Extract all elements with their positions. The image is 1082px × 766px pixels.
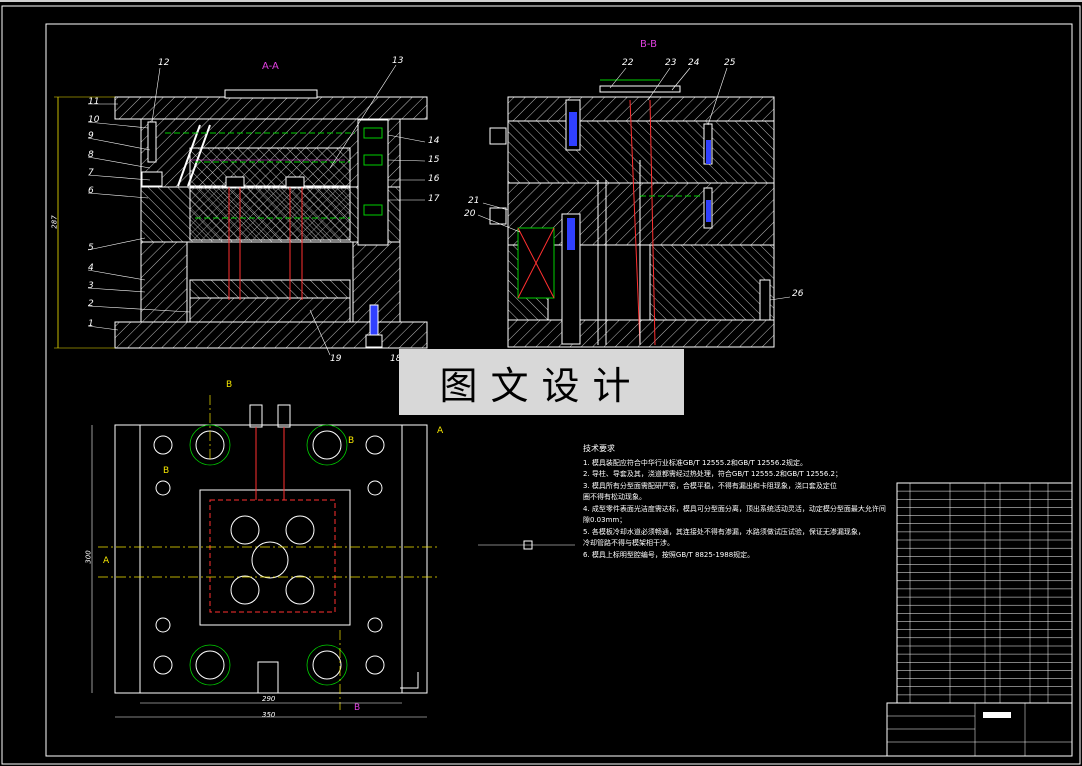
part-label: 1 xyxy=(88,319,94,329)
part-label: 19 xyxy=(330,354,342,364)
note-line: 4. 成型零件表面光洁度需达标，模具可分型面分离，顶出系统活动灵活，动定模分型面… xyxy=(583,504,886,513)
note-line: 2. 导柱、导套及其，浇道都需经过热处理，符合GB/T 12555.2和GB/T… xyxy=(583,470,842,478)
frame-inner xyxy=(45,23,1073,757)
section-aa-view xyxy=(54,64,428,356)
part-label: 6 xyxy=(88,186,94,196)
section-marker: B xyxy=(163,466,170,476)
part-label: 23 xyxy=(665,58,677,68)
part-label: 25 xyxy=(724,58,736,68)
part-label: 21 xyxy=(468,196,480,206)
part-label: 11 xyxy=(88,97,100,107)
section-marker: B xyxy=(354,703,361,713)
section-marker: B xyxy=(226,380,233,390)
note-line: 6. 模具上标明型腔编号，按照GB/T 8825-1988规定。 xyxy=(583,550,755,559)
bom-table xyxy=(886,482,1073,757)
part-label: 7 xyxy=(88,168,94,178)
part-label: 20 xyxy=(464,209,476,219)
part-label: 22 xyxy=(622,58,634,68)
section-marker: A xyxy=(437,426,444,436)
part-label: 16 xyxy=(428,174,440,184)
watermark-banner: 图文设计 xyxy=(399,349,684,415)
part-label: 10 xyxy=(88,115,100,125)
section-title-bb: B-B xyxy=(640,39,657,50)
dimension-label: 290 xyxy=(262,695,276,703)
part-label: 8 xyxy=(88,150,94,160)
part-label: 13 xyxy=(392,56,404,66)
dimension-label: 300 xyxy=(84,550,93,564)
part-label: 3 xyxy=(88,281,94,291)
note-line: 5. 各模板冷却水道必须畅通，其连接处不得有渗漏，水路须做试压试验，保证无渗漏现… xyxy=(583,527,865,536)
dimension-label: 287 xyxy=(50,215,59,229)
part-label: 17 xyxy=(428,194,440,204)
section-marker: A xyxy=(103,556,110,566)
note-line: 3. 模具所有分型面需配研严密，合模平稳，不得有漏出和卡阻现象，浇口套及定位 xyxy=(583,481,837,490)
technical-requirements: 技术要求 1. 模具装配应符合中华行业标准GB/T 12555.2和GB/T 1… xyxy=(583,443,886,561)
note-line: 隙0.03mm； xyxy=(583,516,627,524)
frame-outer xyxy=(1,5,1081,765)
section-title-aa: A-A xyxy=(262,61,279,72)
part-label: 14 xyxy=(428,136,440,146)
section-marker: B xyxy=(348,436,355,446)
part-label: 12 xyxy=(158,58,170,68)
part-label: 26 xyxy=(792,289,804,299)
notes-title: 技术要求 xyxy=(583,444,615,453)
part-label: 9 xyxy=(88,131,94,141)
part-label: 18 xyxy=(390,354,402,364)
note-line: 冷却管路不得与模架相干涉。 xyxy=(583,539,674,547)
part-label: 2 xyxy=(88,299,94,309)
part-label: 5 xyxy=(88,243,94,253)
plan-view xyxy=(91,395,440,718)
part-label: 24 xyxy=(688,58,700,68)
part-label: 15 xyxy=(428,155,440,165)
dimension-label: 350 xyxy=(262,711,276,719)
note-line: 圈不得有松动现象。 xyxy=(583,493,646,501)
part-label: 4 xyxy=(88,263,94,273)
note-line: 1. 模具装配应符合中华行业标准GB/T 12555.2和GB/T 12556.… xyxy=(583,458,807,467)
section-bb-view xyxy=(477,67,791,348)
